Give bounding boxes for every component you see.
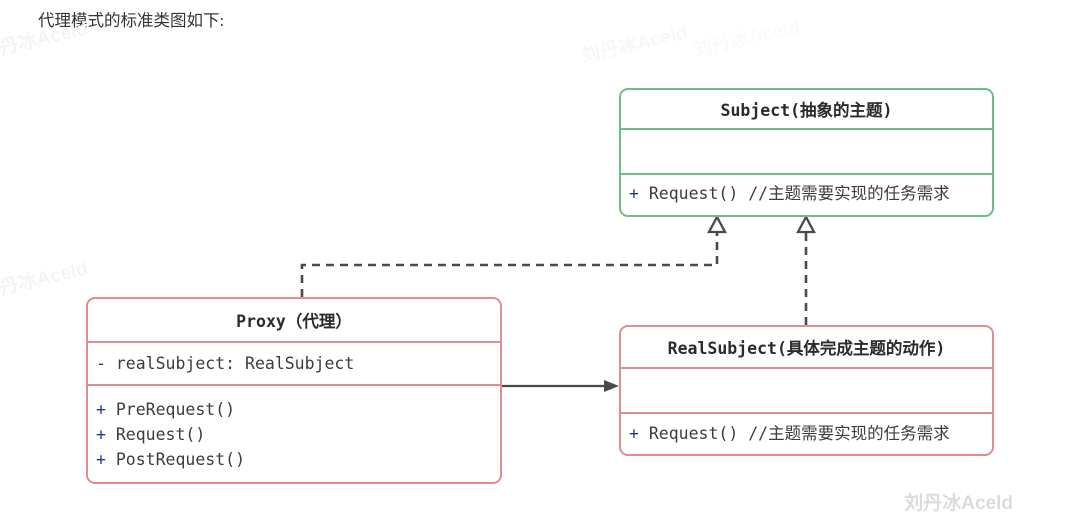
uml-member-row: + Request() //主题需要实现的任务需求 bbox=[629, 421, 992, 446]
uml-class-proxy-attributes: - realSubject: RealSubject bbox=[88, 341, 500, 384]
uml-class-realsubject[interactable]: RealSubject(具体完成主题的动作) + Request() //主题需… bbox=[619, 325, 994, 456]
uml-class-realsubject-methods: + Request() //主题需要实现的任务需求 bbox=[621, 412, 992, 453]
visibility-marker: + bbox=[629, 424, 649, 443]
uml-class-subject-title: Subject(抽象的主题) bbox=[720, 101, 893, 120]
relation-proxy-uses-realsubject bbox=[502, 380, 619, 392]
uml-class-realsubject-title: RealSubject(具体完成主题的动作) bbox=[667, 339, 946, 358]
page-title: 代理模式的标准类图如下: bbox=[38, 11, 225, 30]
visibility-marker: + bbox=[96, 425, 116, 444]
uml-class-proxy[interactable]: Proxy（代理） - realSubject: RealSubject + P… bbox=[86, 297, 502, 484]
member-signature: PreRequest() bbox=[115, 400, 236, 419]
hollow-triangle-arrowhead-icon bbox=[707, 214, 727, 234]
uml-member-row: - realSubject: RealSubject bbox=[96, 351, 500, 376]
visibility-marker: + bbox=[96, 450, 116, 469]
uml-class-realsubject-attributes bbox=[621, 367, 992, 412]
visibility-marker: - bbox=[96, 354, 116, 373]
member-signature: Request() //主题需要实现的任务需求 bbox=[648, 183, 950, 203]
uml-member-row: + PostRequest() bbox=[96, 447, 500, 472]
uml-class-proxy-title: Proxy（代理） bbox=[236, 312, 352, 331]
member-signature: realSubject: RealSubject bbox=[115, 354, 355, 373]
uml-member-row: + Request() bbox=[96, 422, 500, 447]
member-signature: PostRequest() bbox=[115, 450, 246, 469]
relation-proxy-realizes-subject bbox=[300, 214, 727, 297]
filled-arrowhead-icon bbox=[604, 380, 619, 392]
hollow-triangle-arrowhead-icon bbox=[796, 214, 816, 234]
uml-class-proxy-methods: + PreRequest() + Request() + PostRequest… bbox=[88, 384, 500, 479]
uml-class-subject-attributes bbox=[621, 128, 992, 173]
relation-realsubject-realizes-subject bbox=[796, 214, 816, 325]
uml-member-row: + Request() //主题需要实现的任务需求 bbox=[629, 181, 992, 206]
member-signature: Request() bbox=[115, 425, 206, 444]
member-signature: Request() //主题需要实现的任务需求 bbox=[648, 424, 950, 443]
uml-class-subject-methods: + Request() //主题需要实现的任务需求 bbox=[621, 173, 992, 211]
visibility-marker: + bbox=[629, 183, 649, 203]
uml-class-subject[interactable]: Subject(抽象的主题) + Request() //主题需要实现的任务需求 bbox=[619, 88, 994, 217]
uml-member-row: + PreRequest() bbox=[96, 397, 500, 422]
visibility-marker: + bbox=[96, 400, 116, 419]
